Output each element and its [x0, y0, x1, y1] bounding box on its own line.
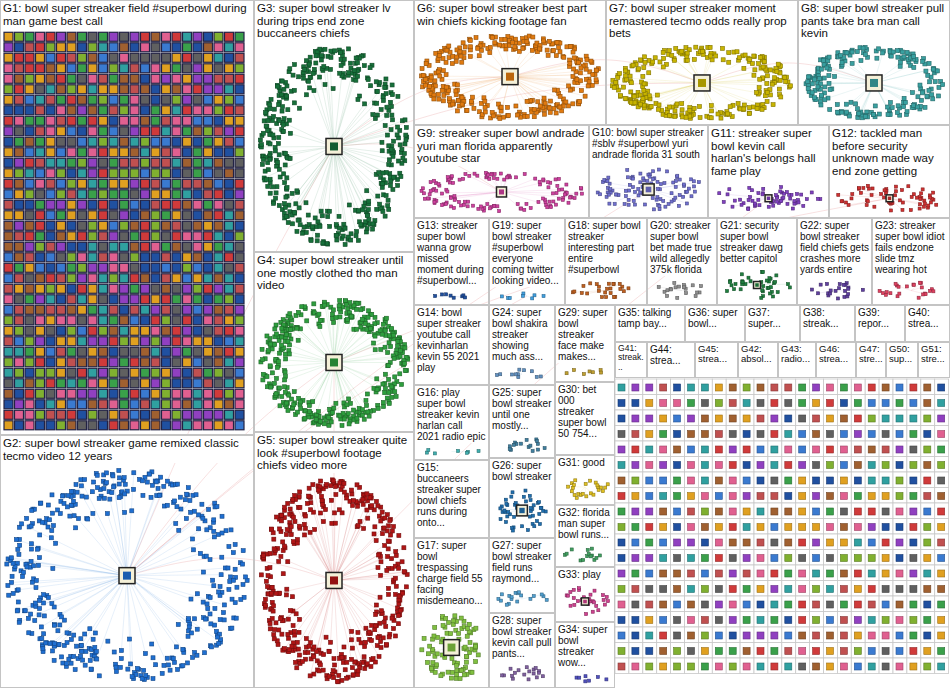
graph-canvas: G1: bowl super streaker field #superbowl… [0, 0, 950, 688]
